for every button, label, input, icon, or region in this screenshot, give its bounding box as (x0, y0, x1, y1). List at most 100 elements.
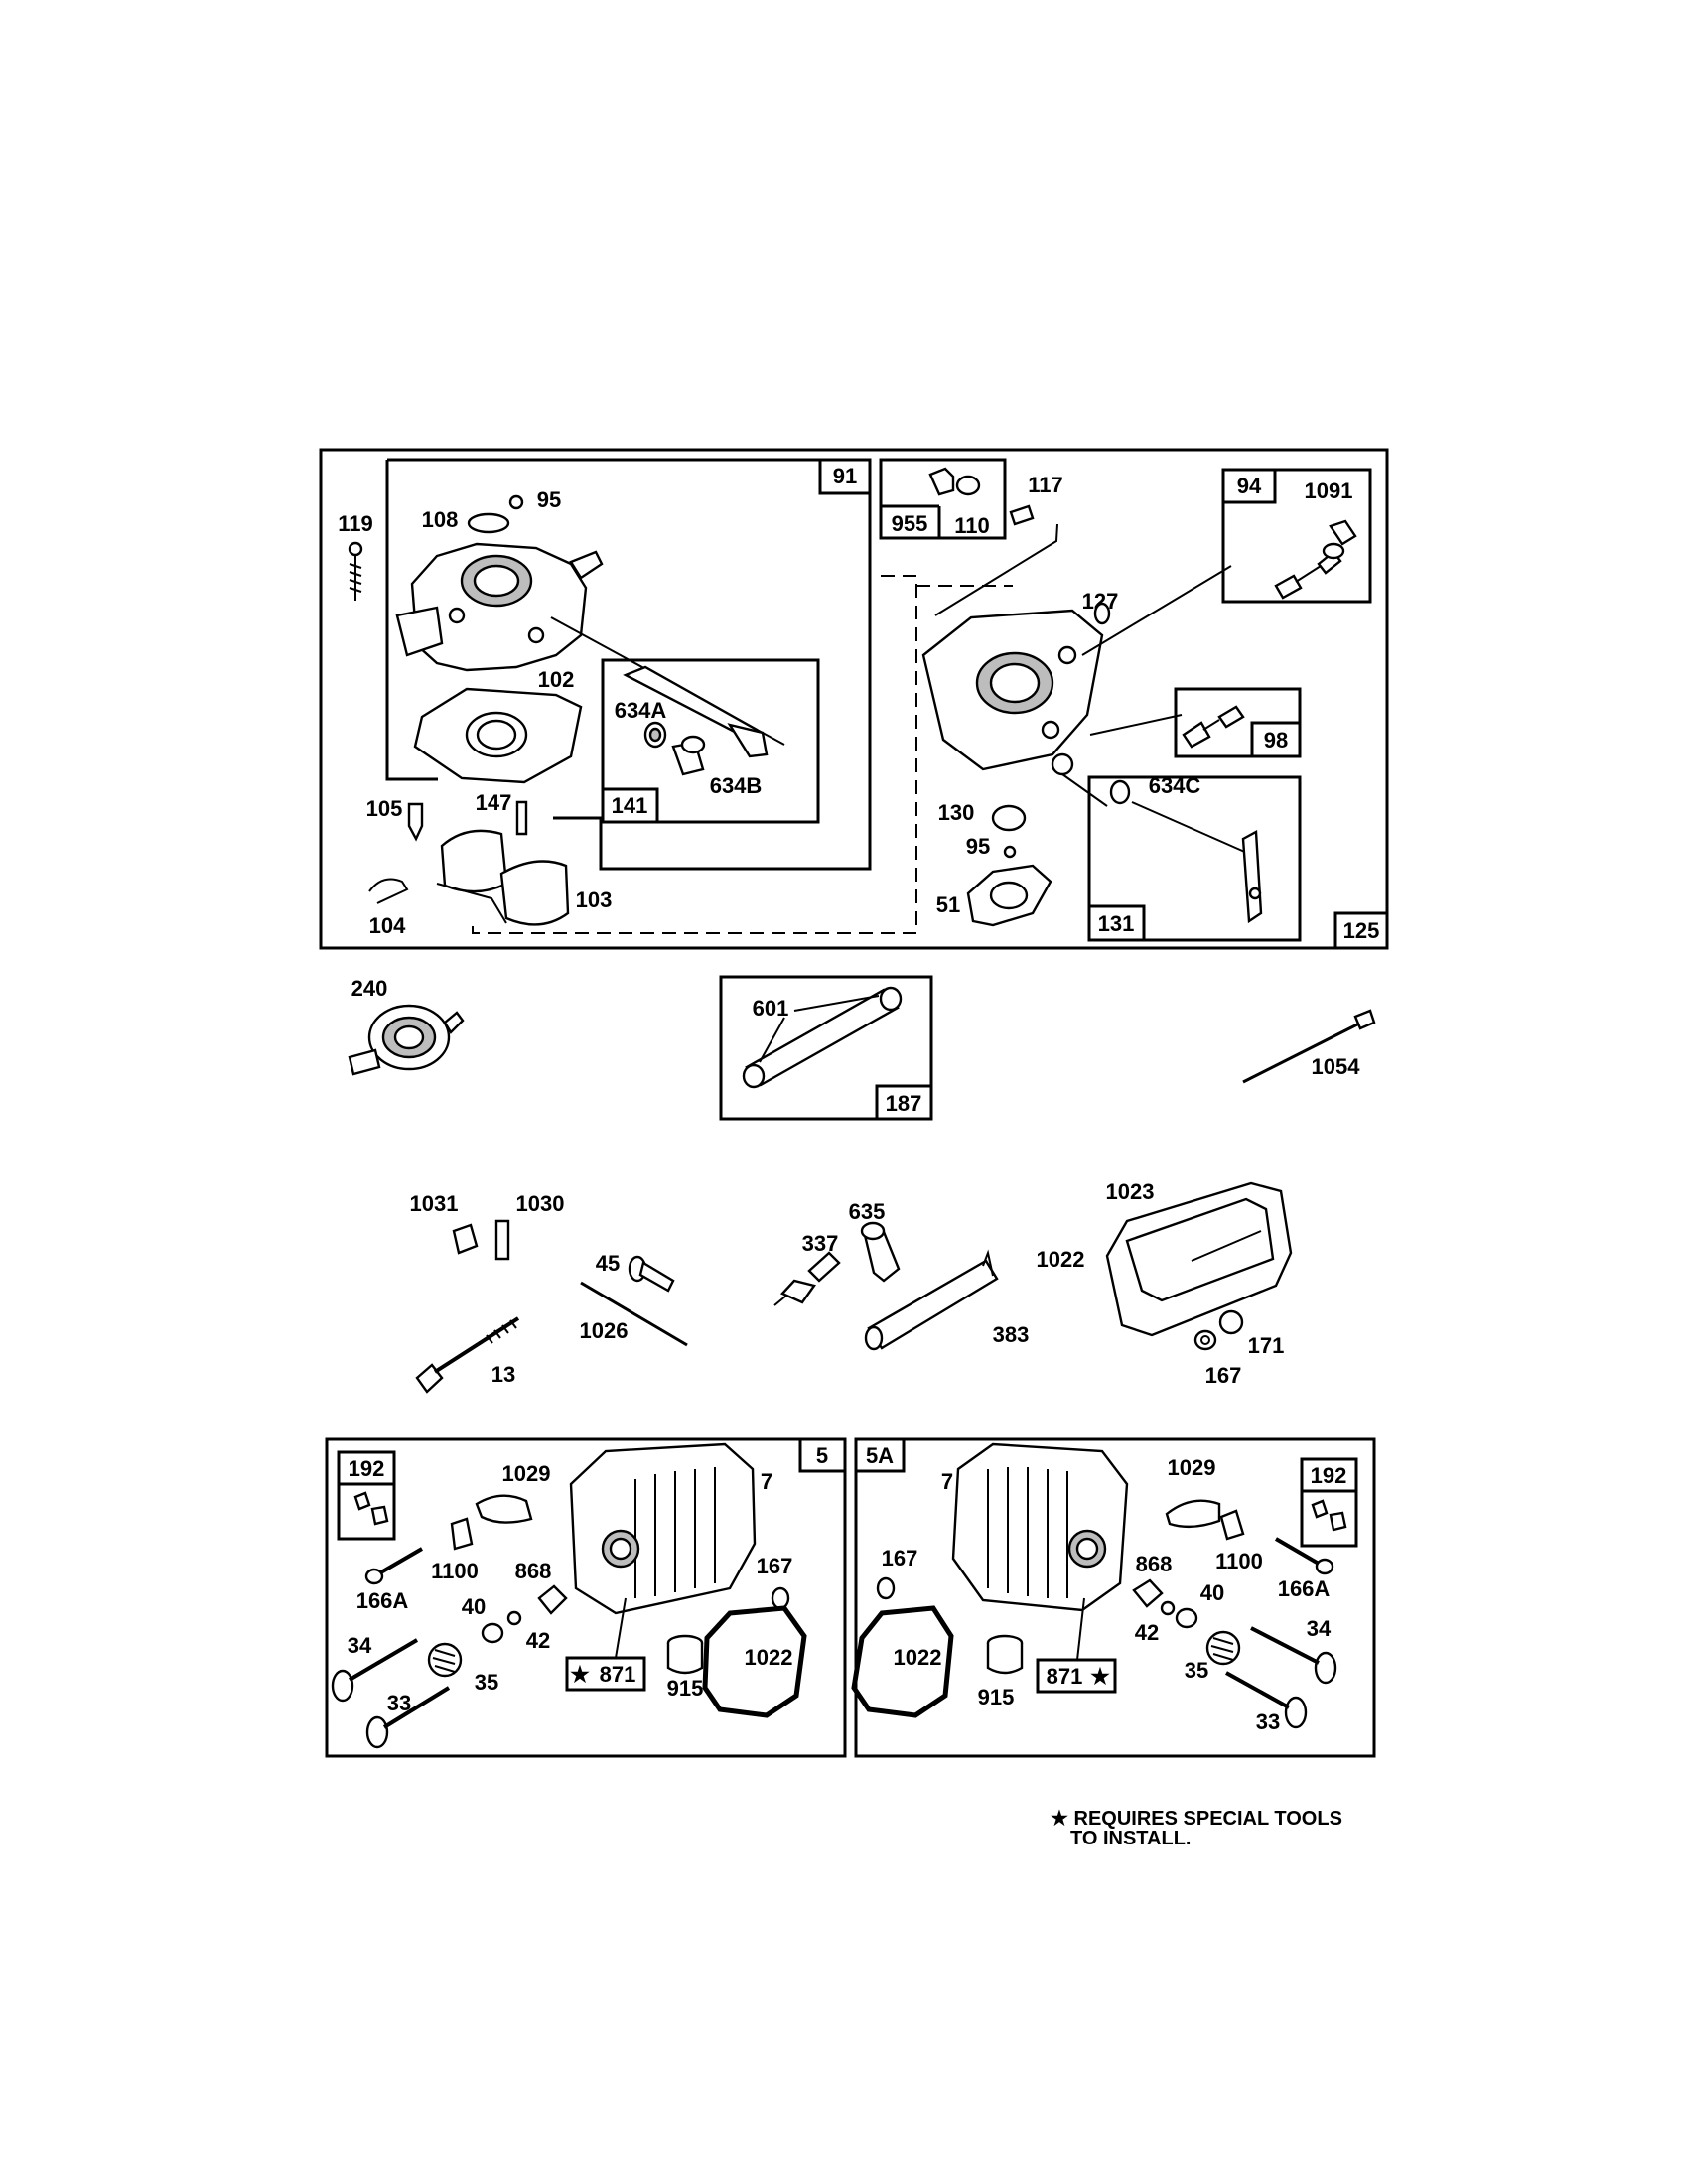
frame-192 (337, 1450, 396, 1541)
frame-5a (854, 1437, 1376, 1758)
seal-g167 (876, 1576, 896, 1600)
label-h871: 871 (600, 1662, 636, 1687)
label-105: 105 (366, 796, 403, 821)
box-187 (875, 1084, 933, 1121)
box-91 (818, 458, 872, 495)
carburetor-section: 125 91 141 955 110 94 1091 98 131 (319, 448, 1389, 950)
head-casting-5a (951, 1442, 1129, 1612)
retainer-h40 (481, 1622, 504, 1644)
label-240: 240 (351, 976, 388, 1001)
part-h1100 (450, 1517, 474, 1551)
label-h1022: 1022 (745, 1645, 793, 1670)
valve-g33 (1225, 1671, 1308, 1729)
stud-g166a (1274, 1537, 1334, 1575)
label-187: 187 (886, 1091, 922, 1116)
guide-g915 (986, 1634, 1024, 1675)
pin-147 (515, 800, 528, 836)
star-g871: ★ (1090, 1664, 1110, 1689)
box-98 (1250, 721, 1302, 758)
label-171: 171 (1248, 1333, 1285, 1358)
valve-g34 (1250, 1626, 1337, 1685)
spark-plug-337 (773, 1251, 841, 1306)
label-g868: 868 (1136, 1552, 1173, 1576)
label-192: 192 (349, 1456, 385, 1481)
bolt-45 (628, 1255, 675, 1293)
box-5a (854, 1437, 906, 1473)
label-g167: 167 (882, 1546, 918, 1570)
label-g40: 40 (1200, 1580, 1224, 1605)
valve-33 (365, 1686, 451, 1749)
label-g42: 42 (1135, 1620, 1159, 1645)
label-h35: 35 (475, 1670, 498, 1695)
throttle-shaft-part: 634A 634B (615, 665, 769, 798)
part-1031 (452, 1223, 479, 1255)
float-103b (499, 860, 570, 926)
box-5 (798, 1437, 847, 1473)
fuel-line-601 (742, 986, 903, 1089)
wire-1026 (580, 1281, 688, 1347)
valve-cover-1023 (1105, 1181, 1293, 1337)
label-h1100: 1100 (431, 1559, 479, 1583)
label-g1022: 1022 (894, 1645, 942, 1670)
frame-955 (879, 458, 1007, 540)
head-casting-5 (569, 1442, 757, 1615)
note-line-2: TO INSTALL. (1070, 1828, 1192, 1849)
label-h40: 40 (462, 1594, 486, 1619)
label-130: 130 (938, 800, 975, 825)
label-1023: 1023 (1106, 1179, 1155, 1204)
frame-131 (1087, 775, 1302, 942)
label-117: 117 (1028, 473, 1063, 497)
label-h167: 167 (757, 1554, 793, 1578)
clip-104 (368, 878, 409, 904)
note-line-1: REQUIRES SPECIAL TOOLS (1073, 1808, 1342, 1830)
label-635: 635 (849, 1199, 886, 1224)
label-131: 131 (1098, 911, 1135, 936)
label-h1029: 1029 (502, 1461, 551, 1486)
box-141 (601, 787, 659, 824)
tube-383 (864, 1249, 999, 1351)
frame-187 (719, 975, 933, 1121)
label-337: 337 (802, 1231, 839, 1256)
frame-94 (1221, 468, 1372, 604)
retainer-g40 (1175, 1607, 1198, 1629)
label-h34: 34 (348, 1633, 372, 1658)
label-g166a: 166A (1278, 1576, 1331, 1601)
gasket-g1022 (851, 1605, 954, 1718)
rocker-g1029 (1165, 1499, 1221, 1529)
label-g35: 35 (1185, 1658, 1208, 1683)
label-g871: 871 (1047, 1664, 1083, 1689)
label-1054: 1054 (1312, 1054, 1361, 1079)
label-95: 95 (537, 487, 561, 512)
label-104: 104 (369, 913, 406, 938)
needle-105 (407, 802, 424, 842)
label-110: 110 (954, 513, 990, 538)
rocker-1029 (475, 1494, 533, 1524)
keeper-h42 (506, 1610, 522, 1626)
box-131 (1087, 904, 1146, 942)
label-g915: 915 (978, 1685, 1015, 1709)
cylinder-head-5a: 5A 192 7 1029 1100 167 868 40 42 166A (851, 1437, 1376, 1758)
label-1026: 1026 (580, 1318, 629, 1343)
label-167: 167 (1205, 1363, 1242, 1388)
label-g33: 33 (1256, 1709, 1280, 1734)
gasket-h1022 (702, 1605, 807, 1718)
part-g1100 (1219, 1509, 1245, 1541)
nut-171 (1218, 1309, 1244, 1335)
frame-91 (387, 458, 872, 871)
label-102: 102 (538, 667, 575, 692)
label-192b: 192 (1311, 1463, 1347, 1488)
label-103: 103 (576, 887, 613, 912)
frame-91-left (385, 460, 438, 781)
fuel-filter-240 (348, 1004, 465, 1076)
cylinder-head-5: 5 192 1029 7 1100 166A 868 40 42 167 34 (325, 1437, 847, 1758)
box-125 (1333, 911, 1389, 950)
keeper-g42 (1160, 1600, 1176, 1616)
label-91: 91 (833, 464, 857, 488)
label-634c: 634C (1149, 773, 1201, 798)
box-94 (1221, 468, 1277, 504)
washer-167 (1193, 1329, 1217, 1351)
label-634a: 634A (615, 698, 667, 723)
part-1030 (494, 1219, 510, 1261)
label-h7: 7 (761, 1469, 772, 1494)
